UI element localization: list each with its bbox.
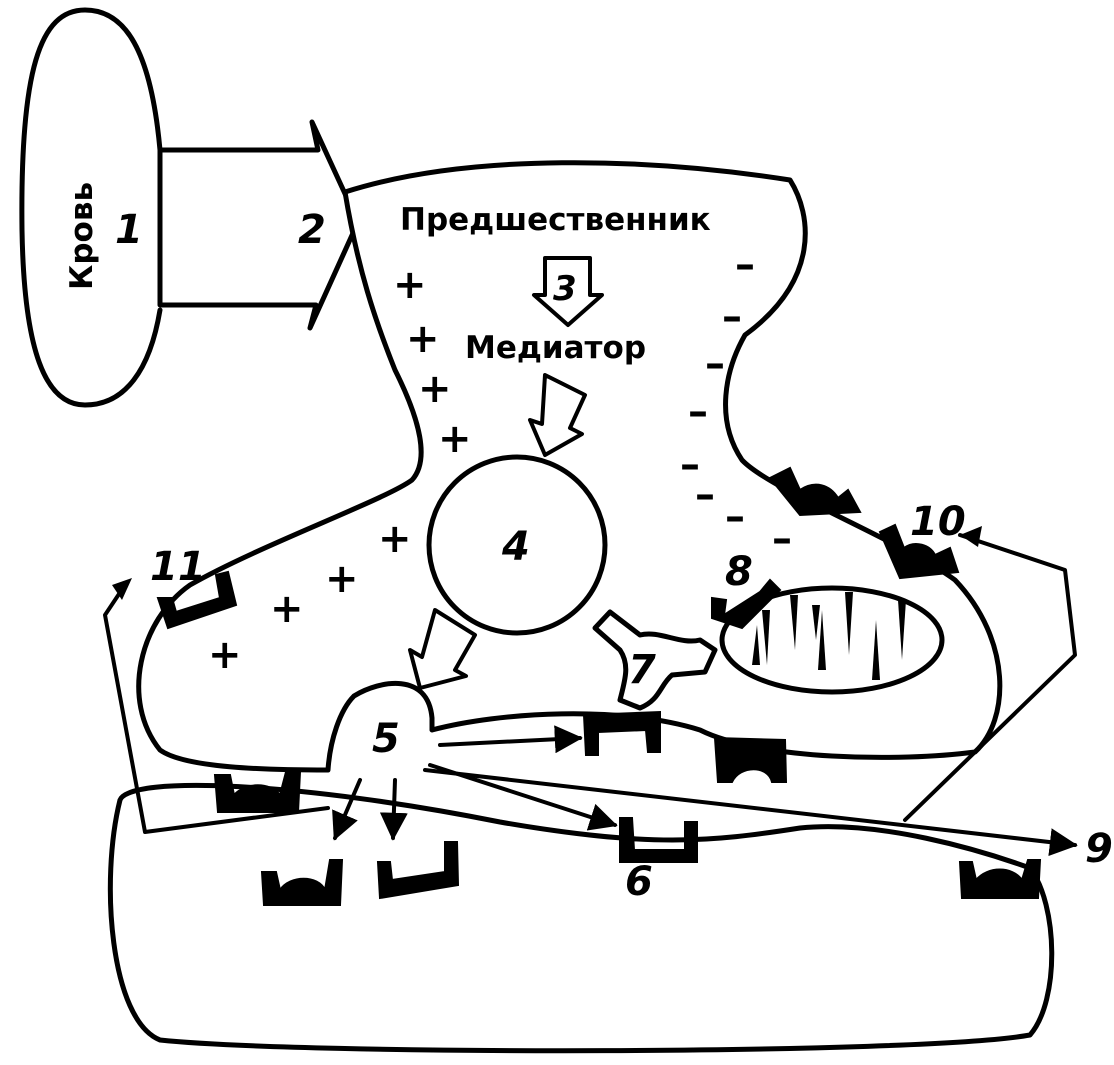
svg-text:–: – — [695, 472, 715, 518]
receptor-pre-3 — [715, 738, 786, 782]
svg-text:+: + — [208, 632, 242, 678]
transport-arrow — [160, 122, 358, 328]
svg-text:+: + — [418, 366, 452, 412]
svg-text:–: – — [688, 389, 708, 435]
svg-text:+: + — [270, 586, 304, 632]
label-11: 11 — [150, 544, 206, 590]
label-1: 1 — [115, 207, 143, 253]
label-6: 6 — [625, 859, 653, 905]
svg-text:–: – — [725, 494, 745, 540]
svg-text:–: – — [772, 516, 792, 562]
label-8: 8 — [725, 549, 753, 595]
label-5: 5 — [372, 716, 400, 762]
svg-text:+: + — [393, 262, 427, 308]
svg-text:+: + — [378, 516, 412, 562]
svg-text:+: + — [325, 556, 359, 602]
label-9: 9 — [1085, 826, 1113, 872]
label-10: 10 — [910, 499, 966, 545]
label-7: 7 — [628, 647, 656, 693]
precursor-label: Предшественник — [400, 202, 711, 238]
svg-text:–: – — [722, 294, 742, 340]
svg-text:+: + — [438, 416, 472, 462]
receptor-pre-1 — [215, 772, 300, 812]
svg-text:–: – — [705, 341, 725, 387]
blood-label: Кровь — [64, 182, 100, 290]
label-4: 4 — [501, 524, 530, 570]
label-2: 2 — [298, 207, 326, 253]
svg-text:–: – — [735, 242, 755, 288]
label-3: 3 — [553, 269, 577, 309]
mediator-label: Медиатор — [465, 330, 646, 366]
svg-text:+: + — [406, 316, 440, 362]
receptor-pre-2 — [584, 712, 660, 755]
